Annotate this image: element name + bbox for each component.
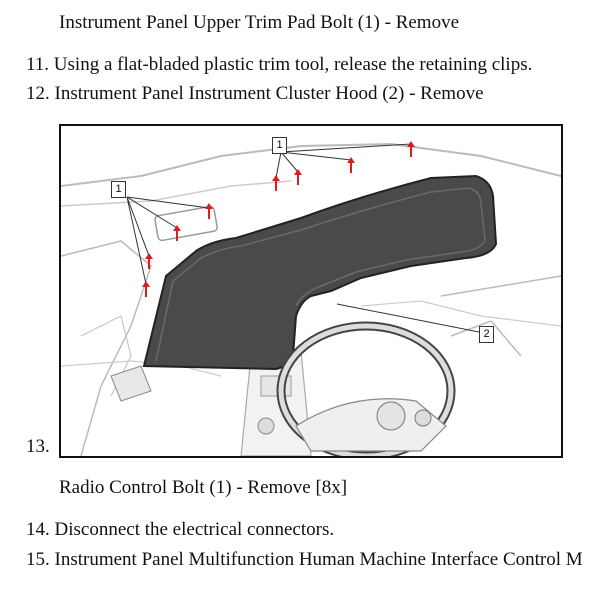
bolt-arrow (142, 281, 150, 297)
step-number: 12. (26, 83, 50, 104)
bolt-arrow (347, 157, 355, 173)
bolt-arrow (205, 203, 213, 219)
step-number: 11. (26, 54, 50, 75)
step-number: 14. (26, 519, 50, 540)
bolt-arrow (145, 253, 153, 269)
leader-line-2 (336, 303, 480, 333)
step-text: Instrument Panel Multifunction Human Mac… (54, 549, 583, 570)
bolt-arrow (173, 225, 181, 241)
leader-lines-1-left (126, 196, 210, 285)
instrument-panel-illustration: 1 1 2 (59, 124, 563, 458)
step-14: 14. Disconnect the electrical connectors… (26, 519, 334, 541)
bolt-arrow (272, 175, 280, 191)
bolt-arrows (142, 141, 415, 297)
callout-1-top: 1 (272, 137, 287, 154)
bolt-arrow (407, 141, 415, 157)
step-text: Using a flat-bladed plastic trim tool, r… (53, 54, 533, 75)
step-text: Disconnect the electrical connectors. (54, 519, 335, 540)
step-13-text: Radio Control Bolt (1) - Remove [8x] (59, 477, 348, 498)
cluster-hood (142, 174, 498, 371)
step-15: 15. Instrument Panel Multifunction Human… (26, 549, 604, 571)
callout-1-left: 1 (111, 181, 126, 198)
step-12: 12. Instrument Panel Instrument Cluster … (26, 83, 484, 105)
step-number: 15. (26, 549, 50, 570)
leader-lines-1-top (275, 143, 412, 179)
step-text: Instrument Panel Instrument Cluster Hood… (54, 83, 484, 104)
callout-2: 2 (479, 326, 494, 343)
step-13-number: 13. (26, 436, 50, 457)
step-title-trim-pad-bolt: Instrument Panel Upper Trim Pad Bolt (1)… (59, 12, 460, 33)
bolt-arrow (294, 169, 302, 185)
dashboard-drawing (61, 141, 561, 456)
step-11: 11. Using a flat-bladed plastic trim too… (26, 54, 532, 76)
